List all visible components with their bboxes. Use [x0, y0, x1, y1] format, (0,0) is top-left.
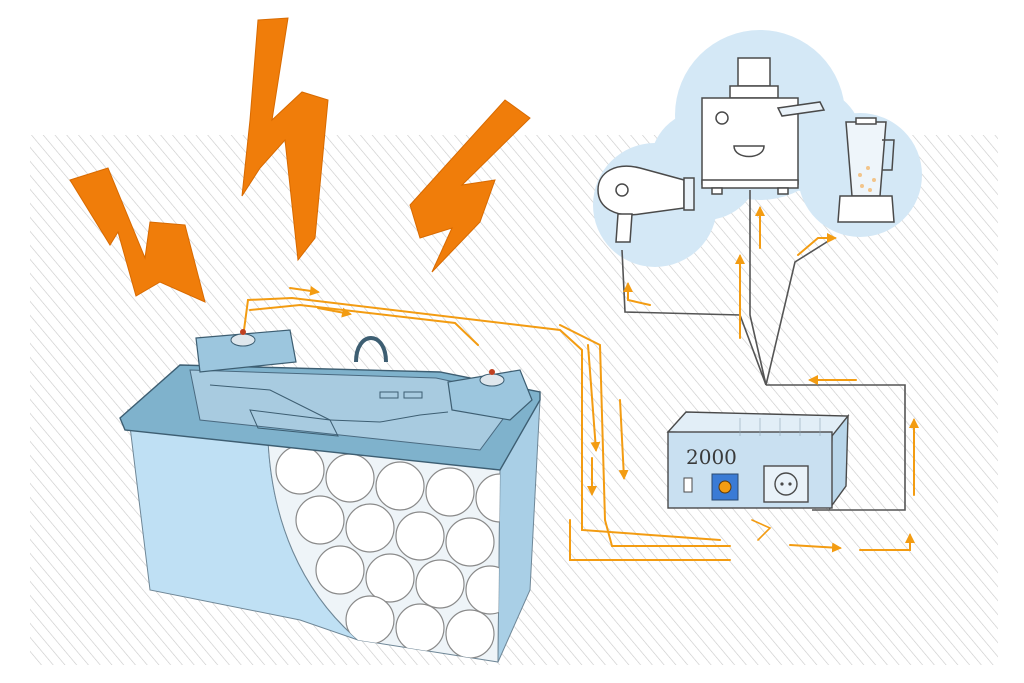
inverter-switch: [684, 478, 692, 492]
power-inverter-icon: 2000: [668, 412, 848, 508]
inverter-rating: 2000: [686, 445, 737, 469]
inverter-ac-outlet: [764, 466, 808, 502]
